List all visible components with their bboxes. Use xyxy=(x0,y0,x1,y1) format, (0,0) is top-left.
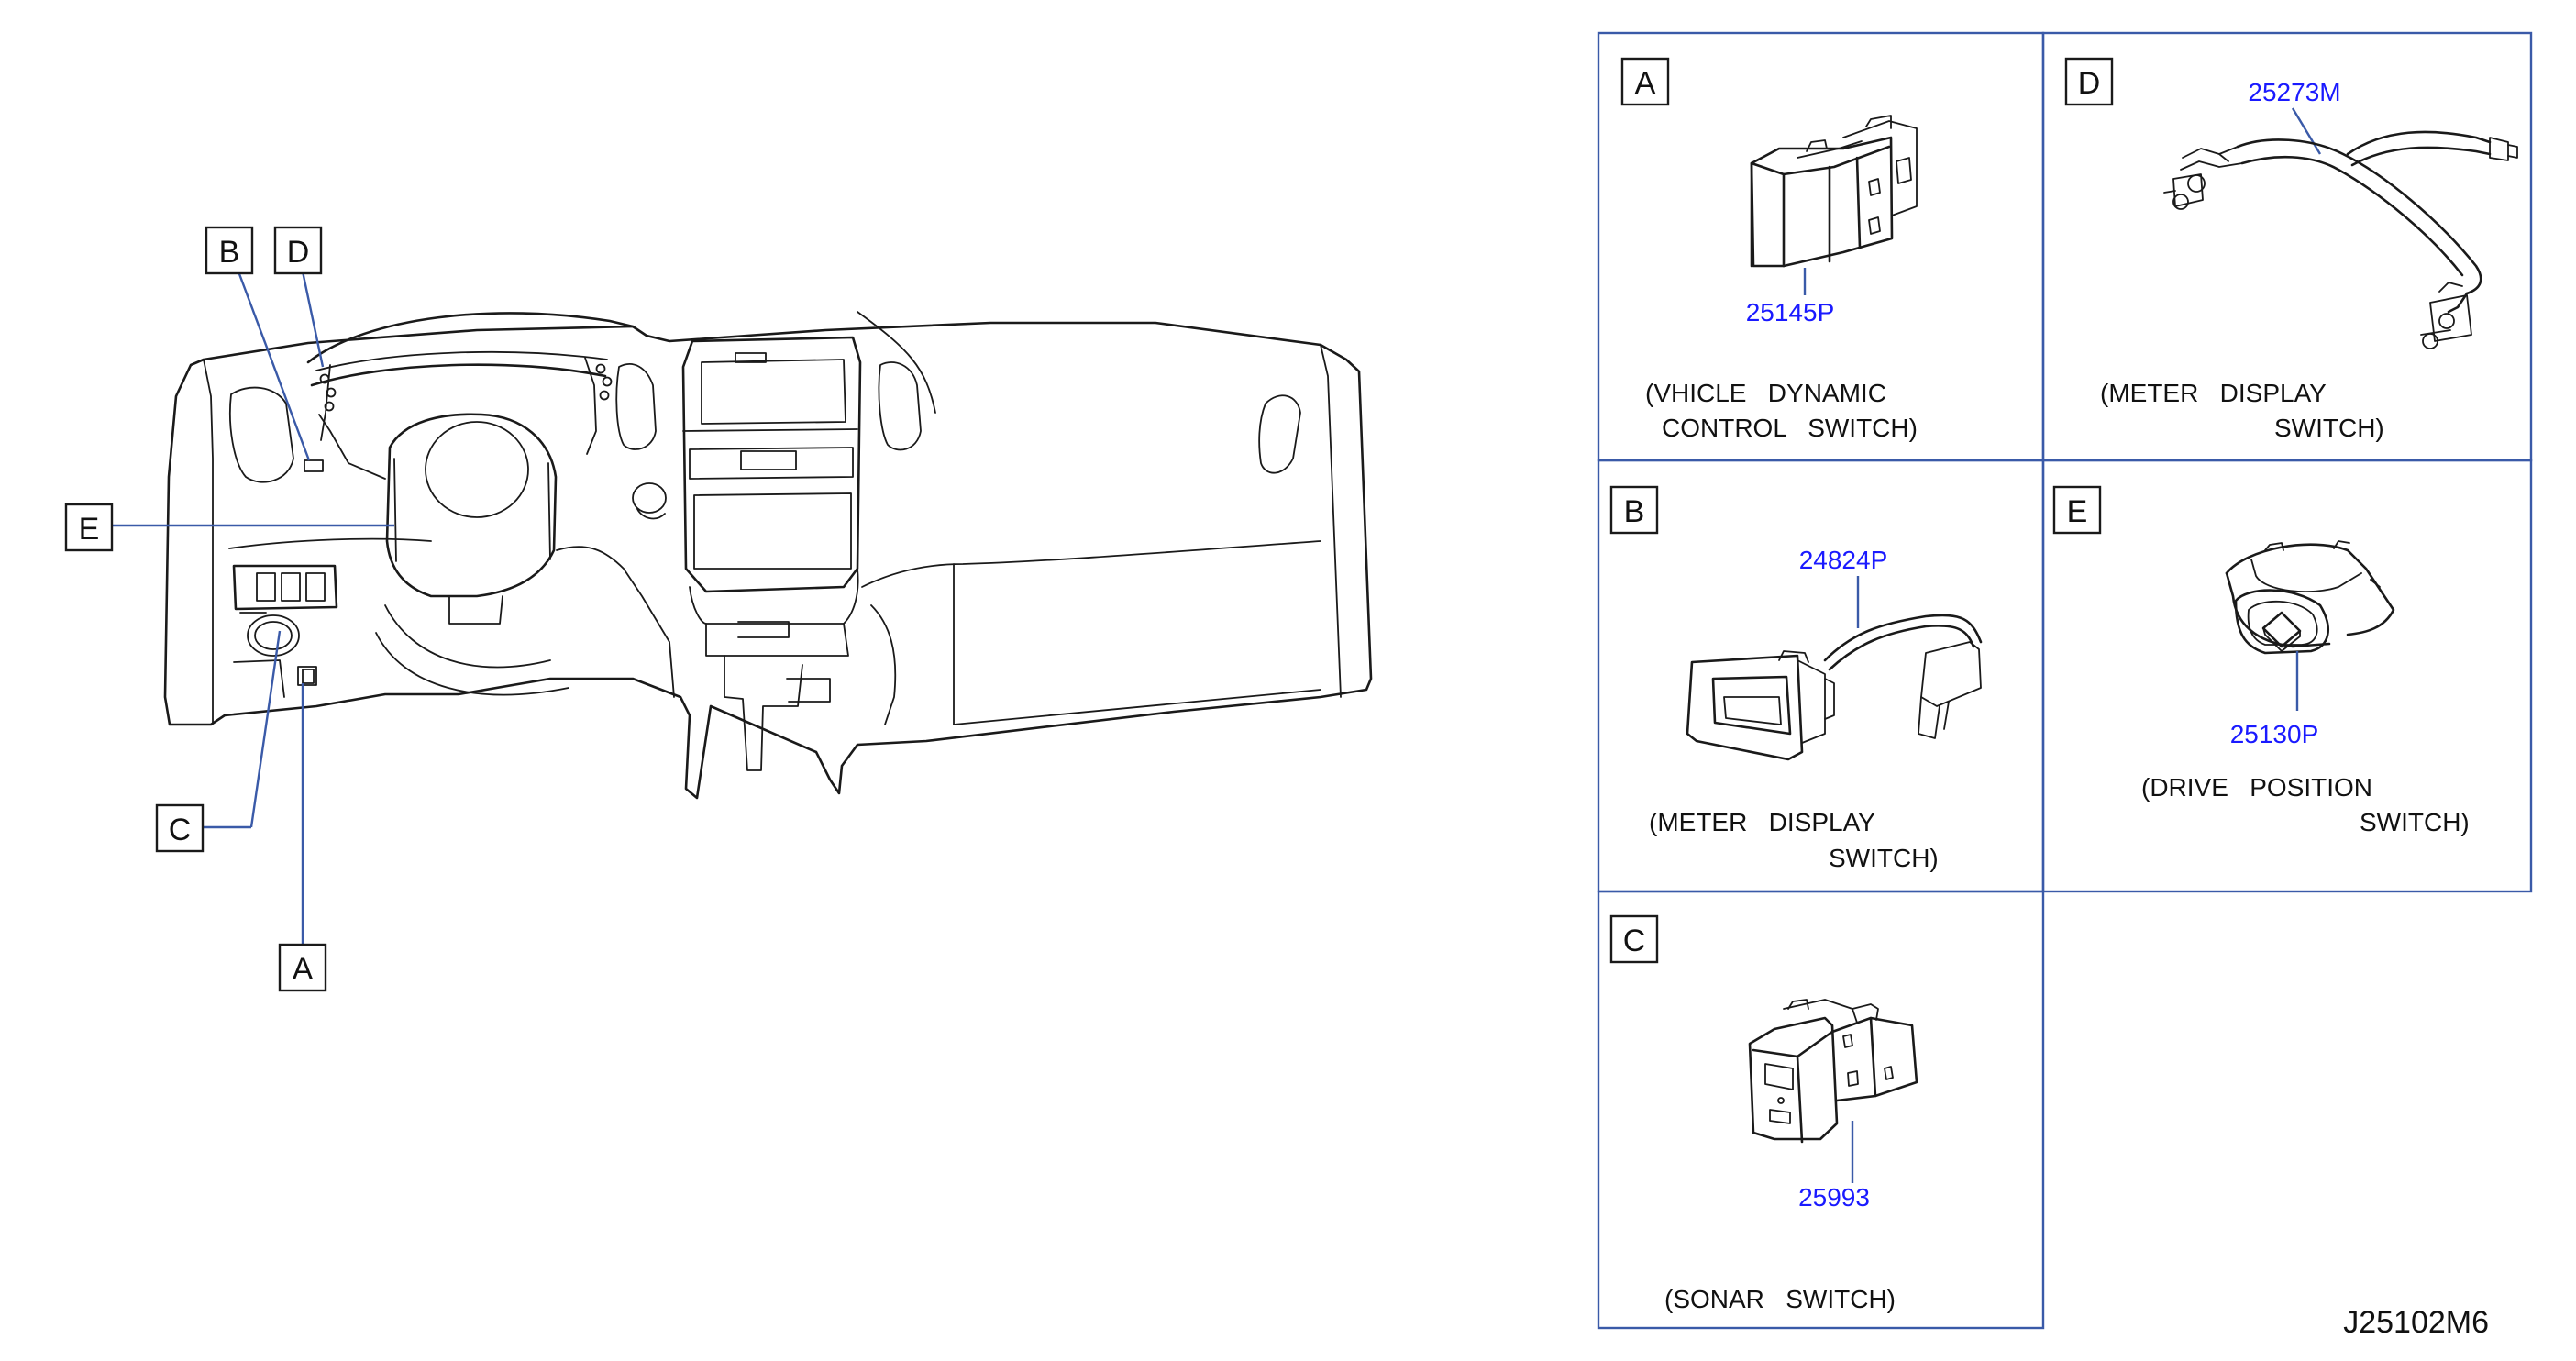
callout-A: A xyxy=(278,943,327,992)
overview-leader-lines xyxy=(112,271,394,945)
caption-line1: (SONAR SWITCH) xyxy=(1664,1285,1896,1313)
part-number: 25993 xyxy=(1798,1183,1870,1212)
svg-text:E: E xyxy=(79,512,100,547)
caption-line1: (DRIVE POSITION xyxy=(2141,773,2372,802)
part-number: 25130P xyxy=(2230,720,2319,748)
caption-line2: SWITCH) xyxy=(1829,844,1939,872)
svg-text:D: D xyxy=(287,235,310,270)
svg-text:A: A xyxy=(293,952,314,987)
detail-panel-grid xyxy=(1597,31,2533,1330)
svg-text:C: C xyxy=(169,813,192,847)
sonar-switch-drawing xyxy=(1748,999,1918,1144)
panel-letter: D xyxy=(2078,66,2101,101)
part-number: 24824P xyxy=(1799,546,1888,574)
panel-letter: E xyxy=(2067,494,2088,529)
panel-A: A 25145P (VHICLE DYNAMIC CONTROL SWITCH) xyxy=(1620,57,1918,442)
caption-line1: (METER DISPLAY xyxy=(2100,379,2327,407)
panel-letter: A xyxy=(1635,66,1656,101)
panel-E: E 25130P (DRIVE POSITION SWITCH) xyxy=(2052,485,2470,836)
meter-display-switch-drawing xyxy=(1686,614,1983,761)
callout-D: D xyxy=(273,226,323,275)
panel-B: B 24824P (METER DISPLAY SWITCH) xyxy=(1609,485,1983,872)
drawing-code: J25102M6 xyxy=(2343,1305,2489,1340)
panel-letter: C xyxy=(1623,924,1646,958)
vehicle-dynamic-control-switch-drawing xyxy=(1750,115,1918,268)
caption-line2: CONTROL SWITCH) xyxy=(1662,414,1918,442)
dashboard-illustration xyxy=(163,311,1373,800)
callout-C: C xyxy=(155,803,205,853)
panel-D: D 25273M (METER DISPLAY SWITCH) xyxy=(2064,57,2518,442)
meter-display-harness-drawing xyxy=(2163,130,2518,349)
panel-C: C 25993 (SONAR SWITCH) xyxy=(1609,914,1918,1313)
svg-text:B: B xyxy=(219,235,240,270)
caption-line2: SWITCH) xyxy=(2360,808,2470,836)
drive-position-switch-drawing xyxy=(2225,540,2395,655)
caption-line1: (VHICLE DYNAMIC xyxy=(1645,379,1886,407)
part-number: 25273M xyxy=(2248,78,2340,106)
part-number: 25145P xyxy=(1746,298,1835,326)
caption-line1: (METER DISPLAY xyxy=(1649,808,1875,836)
callout-B: B xyxy=(205,226,254,275)
callout-E: E xyxy=(64,503,114,552)
caption-line2: SWITCH) xyxy=(2274,414,2384,442)
panel-letter: B xyxy=(1624,494,1645,529)
